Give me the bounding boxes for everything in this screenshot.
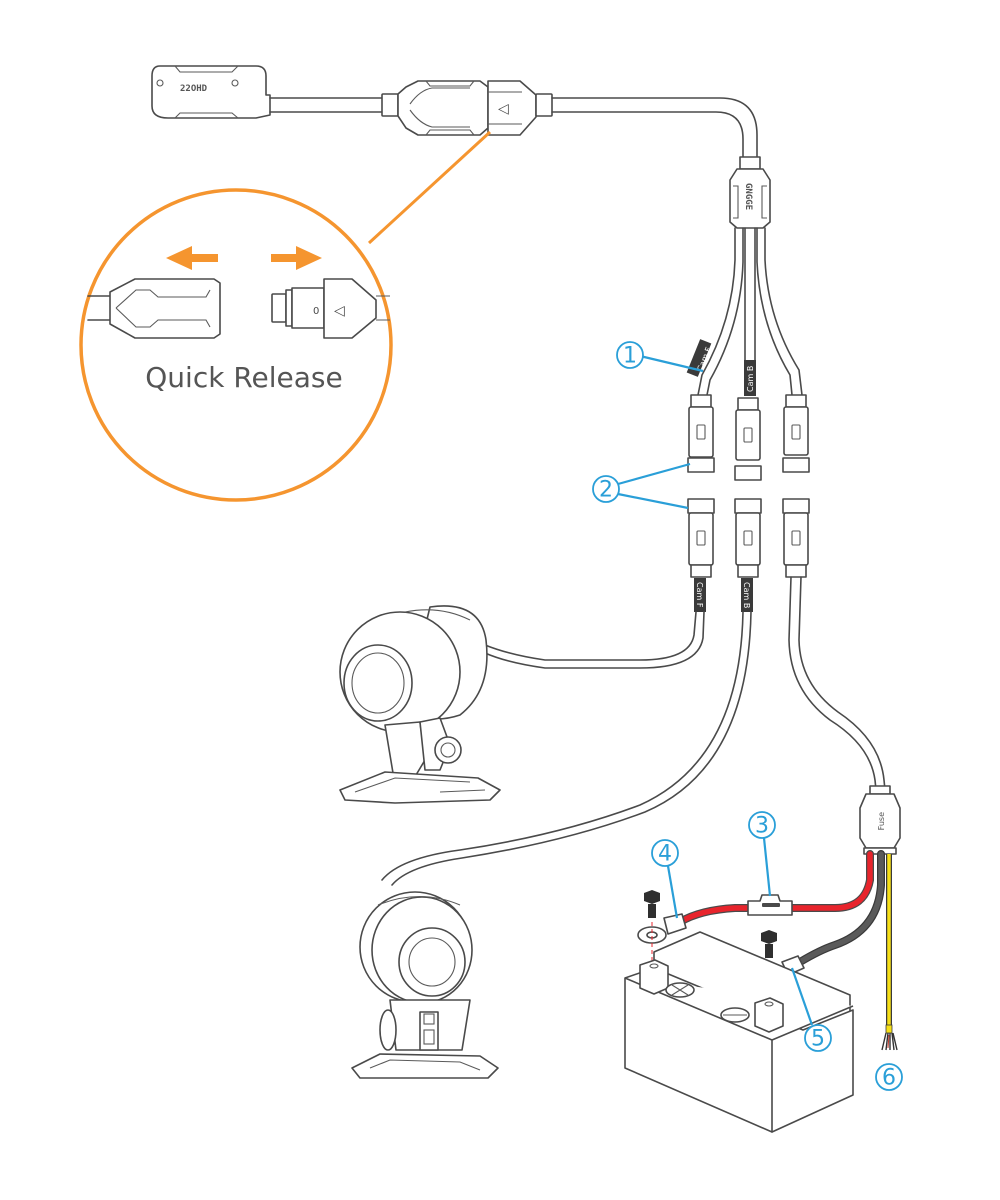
connector-power-lower (782, 498, 810, 578)
front-camera (339, 605, 501, 804)
callout-3-number: 3 (755, 814, 769, 839)
inline-fuse (747, 894, 793, 916)
callout-2: 2 (592, 462, 691, 510)
male-plug: 0 ◁ (271, 278, 390, 339)
main-cable-left (269, 97, 383, 113)
positive-bolt (644, 890, 660, 962)
y-splitter: GNGGE (729, 156, 771, 229)
connector-back-upper (734, 397, 762, 481)
connector-back-lower (734, 498, 762, 578)
direction-arrow-icon: ◁ (498, 101, 509, 117)
quick-release-detail: 0 ◁ Quick Release (79, 188, 393, 502)
callout-1: 1 (616, 341, 704, 373)
connector-front-lower (687, 498, 715, 578)
svg-text:Cam B: Cam B (746, 366, 755, 392)
cable-tag-cam-b-upper: Cam B (744, 360, 756, 396)
control-unit: 22OHD (151, 65, 271, 119)
callout-5: 5 (790, 967, 832, 1052)
splitter-brand: GNGGE (743, 183, 753, 210)
arrow-left-icon (166, 246, 218, 270)
callout-6-number: 6 (882, 1066, 896, 1091)
connector-mark: 0 (313, 306, 319, 317)
branch-cables (697, 227, 803, 396)
lower-connectors (687, 498, 810, 578)
callout-4-number: 4 (658, 842, 672, 867)
fuse-box: Fuse (859, 785, 901, 855)
svg-text:Cam F: Cam F (695, 582, 704, 608)
cable-tag-cam-b-lower: Cam B (741, 578, 753, 612)
upper-connectors (687, 394, 810, 481)
direction-arrow-icon: ◁ (334, 303, 345, 319)
cable-tag-cam-f-lower: Cam F (694, 578, 706, 612)
callout-3: 3 (748, 811, 776, 897)
fuse-label: Fuse (877, 812, 886, 830)
connector-power-upper (782, 394, 810, 473)
svg-text:Cam B: Cam B (742, 582, 751, 608)
rear-camera (351, 891, 499, 1079)
callout-6: 6 (875, 1063, 903, 1091)
positive-terminal (637, 913, 687, 944)
callout-4: 4 (651, 839, 679, 919)
main-cable-right (551, 97, 758, 158)
wires (676, 850, 898, 1051)
zoom-leader-line (367, 130, 492, 245)
callout-2-number: 2 (599, 478, 613, 503)
arrow-right-icon (271, 246, 322, 270)
female-plug (87, 278, 221, 339)
callout-1-number: 1 (623, 344, 637, 369)
quick-release-connector: ◁ (381, 80, 553, 136)
lower-cables (381, 576, 886, 886)
negative-bolt (761, 930, 777, 1002)
battery (624, 931, 854, 1133)
connector-front-upper (687, 394, 715, 473)
quick-release-label: Quick Release (145, 361, 342, 394)
callout-5-number: 5 (811, 1027, 825, 1052)
control-unit-brand: 22OHD (180, 84, 208, 94)
